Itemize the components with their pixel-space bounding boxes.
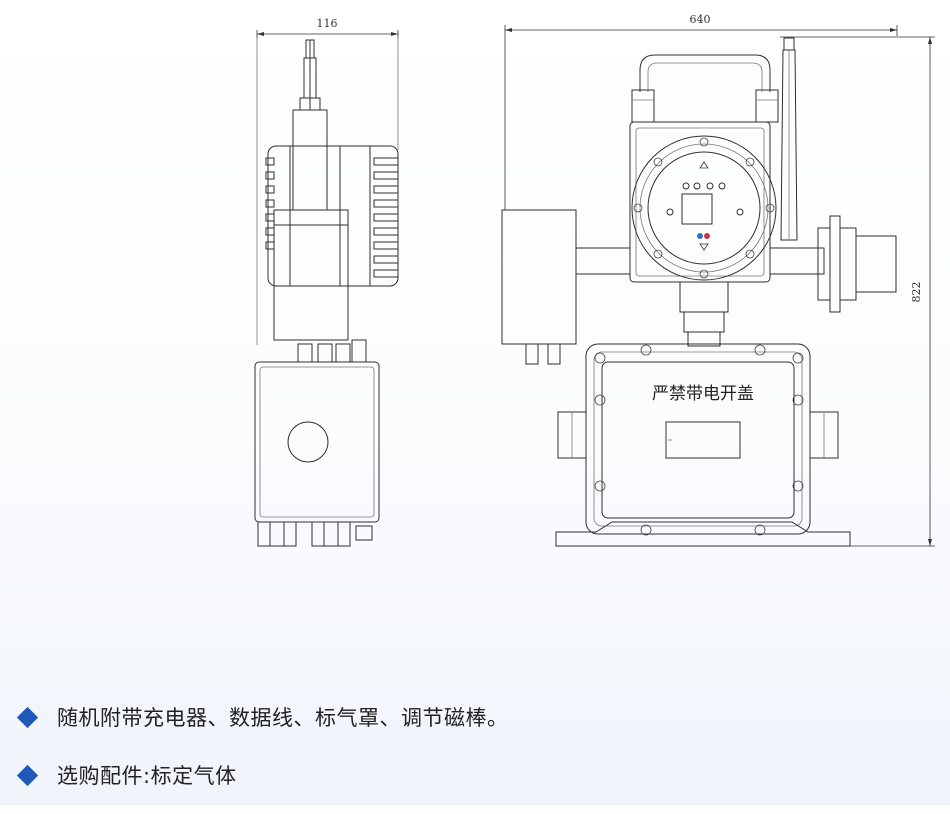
dimension-front-width: 640: [690, 13, 711, 26]
front-view: 640 822: [501, 13, 935, 547]
note-item: 随机附带充电器、数据线、标气罩、调节磁棒。: [14, 698, 934, 736]
dimension-front-height: 822: [910, 282, 923, 303]
note-text: 随机附带充电器、数据线、标气罩、调节磁棒。: [57, 706, 509, 730]
diamond-bullet-icon: [16, 706, 39, 728]
side-view: 116: [254, 17, 399, 547]
note-item: 选购配件:标定气体: [14, 756, 934, 794]
technical-drawing: 116: [254, 13, 935, 547]
note-text: 选购配件:标定气体: [57, 764, 237, 788]
dimension-side-width: 116: [317, 17, 338, 30]
accessory-notes: 随机附带充电器、数据线、标气罩、调节磁棒。 选购配件:标定气体: [14, 698, 934, 814]
diamond-bullet-icon: [16, 764, 39, 786]
cover-warning-label: 严禁带电开盖: [652, 384, 754, 404]
